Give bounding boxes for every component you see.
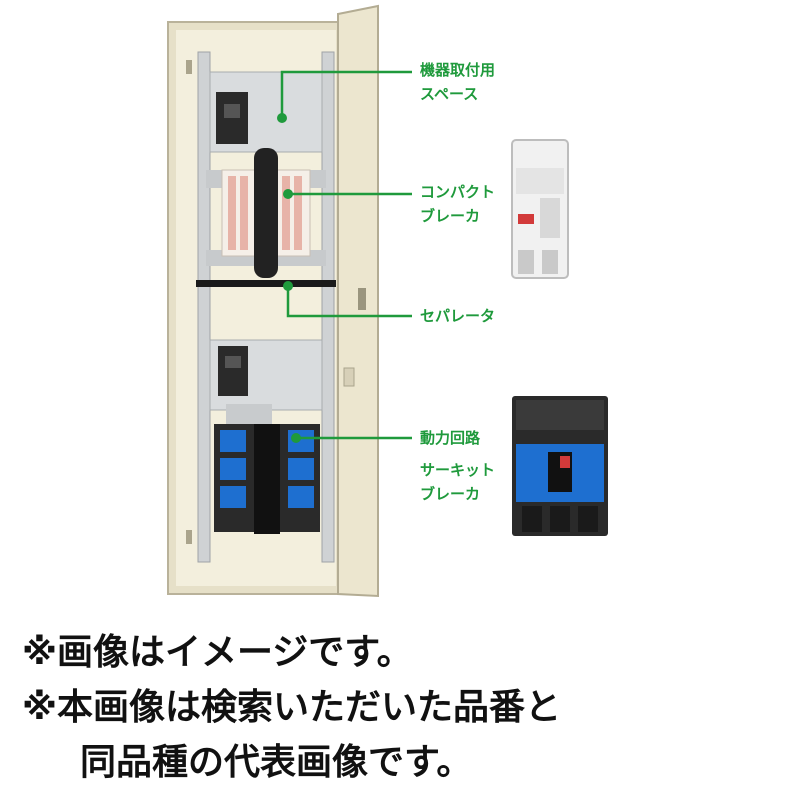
note-line-3: 同品種の代表画像です。 (80, 742, 473, 783)
callout-power-circuit-breaker: 動力回路 サーキット ブレーカ (420, 426, 495, 506)
callout-dots (277, 113, 301, 443)
compact-breaker-bank (221, 148, 311, 278)
image-notes: ※画像はイメージです。 ※本画像は検索いただいた品番と 同品種の代表画像です。 (22, 625, 792, 790)
callout-mounting-space-line1: 機器取付用 (420, 61, 496, 79)
callout-power-line2: サーキット (420, 461, 496, 479)
callout-mounting-space: 機器取付用 スペース (420, 58, 495, 106)
separator-bar (196, 280, 336, 287)
callout-compact-breaker: コンパクト ブレーカ (420, 180, 495, 228)
callout-power-line1: 動力回路 (420, 429, 481, 447)
main-breaker-bottom (218, 346, 272, 424)
callout-compact-breaker-line2: ブレーカ (420, 207, 481, 225)
callout-power-line3: ブレーカ (420, 485, 481, 503)
main-breaker-top (216, 92, 248, 144)
callout-separator: セパレータ (420, 304, 495, 328)
note-line-2: ※本画像は検索いただいた品番と (22, 687, 561, 728)
callout-compact-breaker-line1: コンパクト (420, 183, 496, 201)
callout-leaders (280, 70, 412, 440)
note-line-1: ※画像はイメージです。 (22, 632, 413, 673)
compact-breaker-product (511, 139, 569, 279)
callout-mounting-space-line2: スペース (420, 85, 479, 103)
distribution-panel-illustration (167, 4, 608, 598)
power-breaker-product (512, 396, 608, 536)
power-breaker-bank (214, 424, 320, 534)
callout-separator-line1: セパレータ (420, 307, 496, 325)
